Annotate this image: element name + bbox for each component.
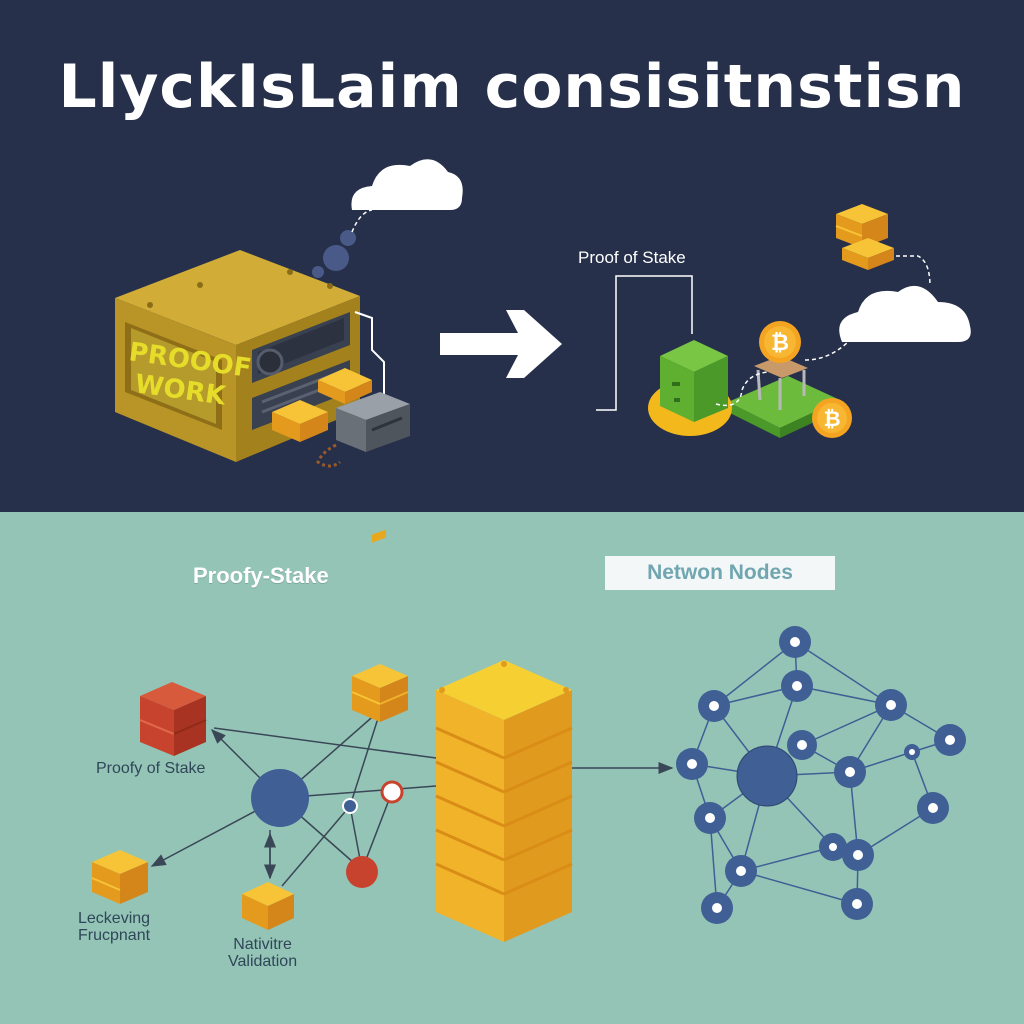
gold-block-icon-bottom-3 bbox=[242, 882, 294, 930]
leckeving-label: Leckeving Frucpnant bbox=[78, 910, 150, 944]
cloud-icon bbox=[351, 159, 463, 210]
connector-lines bbox=[150, 711, 674, 887]
red-block-icon bbox=[139, 682, 207, 756]
page-title: LlyckIsLaim consisitnstisn bbox=[58, 52, 966, 122]
network-nodes-label: Netwon Nodes bbox=[605, 556, 835, 590]
gold-block-icon bbox=[272, 368, 372, 442]
bitcoin-coin-icon-2: ₿ bbox=[812, 398, 852, 438]
smoke-puffs bbox=[312, 209, 373, 278]
nativitre-label-line-2: Validation bbox=[228, 953, 298, 970]
hardware-device-icon bbox=[316, 392, 410, 468]
network-node-icon-small bbox=[342, 798, 358, 814]
leckeving-label-line-1: Leckeving bbox=[78, 910, 151, 927]
bitcoin-coin-icon: ₿ bbox=[759, 321, 801, 363]
nativitre-label: Nativitre Validation bbox=[228, 936, 297, 970]
gold-block-icon-bottom-1 bbox=[351, 529, 409, 722]
gold-tower-stack bbox=[435, 660, 573, 942]
arrow-right-icon bbox=[440, 310, 562, 378]
proofy-stake-heading: Proofy-Stake bbox=[193, 563, 329, 588]
cloud-icon-right bbox=[839, 285, 971, 342]
network-node-icon-ring bbox=[676, 626, 966, 924]
gold-block-icon-stack bbox=[835, 204, 894, 270]
proofy-of-stake-label: Proofy of Stake bbox=[96, 760, 206, 777]
svg-text:₿: ₿ bbox=[823, 408, 840, 431]
mining-rig-icon bbox=[115, 250, 385, 462]
red-node-icon bbox=[346, 856, 378, 888]
bracket-line bbox=[596, 275, 693, 411]
green-validator-box bbox=[648, 340, 769, 436]
network-node-icon-large bbox=[251, 769, 309, 827]
network-node-icon bbox=[736, 745, 798, 807]
gold-block-icon-bottom-2 bbox=[91, 850, 148, 904]
proof-of-stake-label: Proof of Stake bbox=[578, 248, 686, 267]
nativitre-label-line-1: Nativitre bbox=[233, 936, 292, 953]
token-icon bbox=[380, 780, 404, 804]
leckeving-label-line-2: Frucpnant bbox=[78, 927, 151, 944]
svg-text:₿: ₿ bbox=[771, 330, 789, 355]
